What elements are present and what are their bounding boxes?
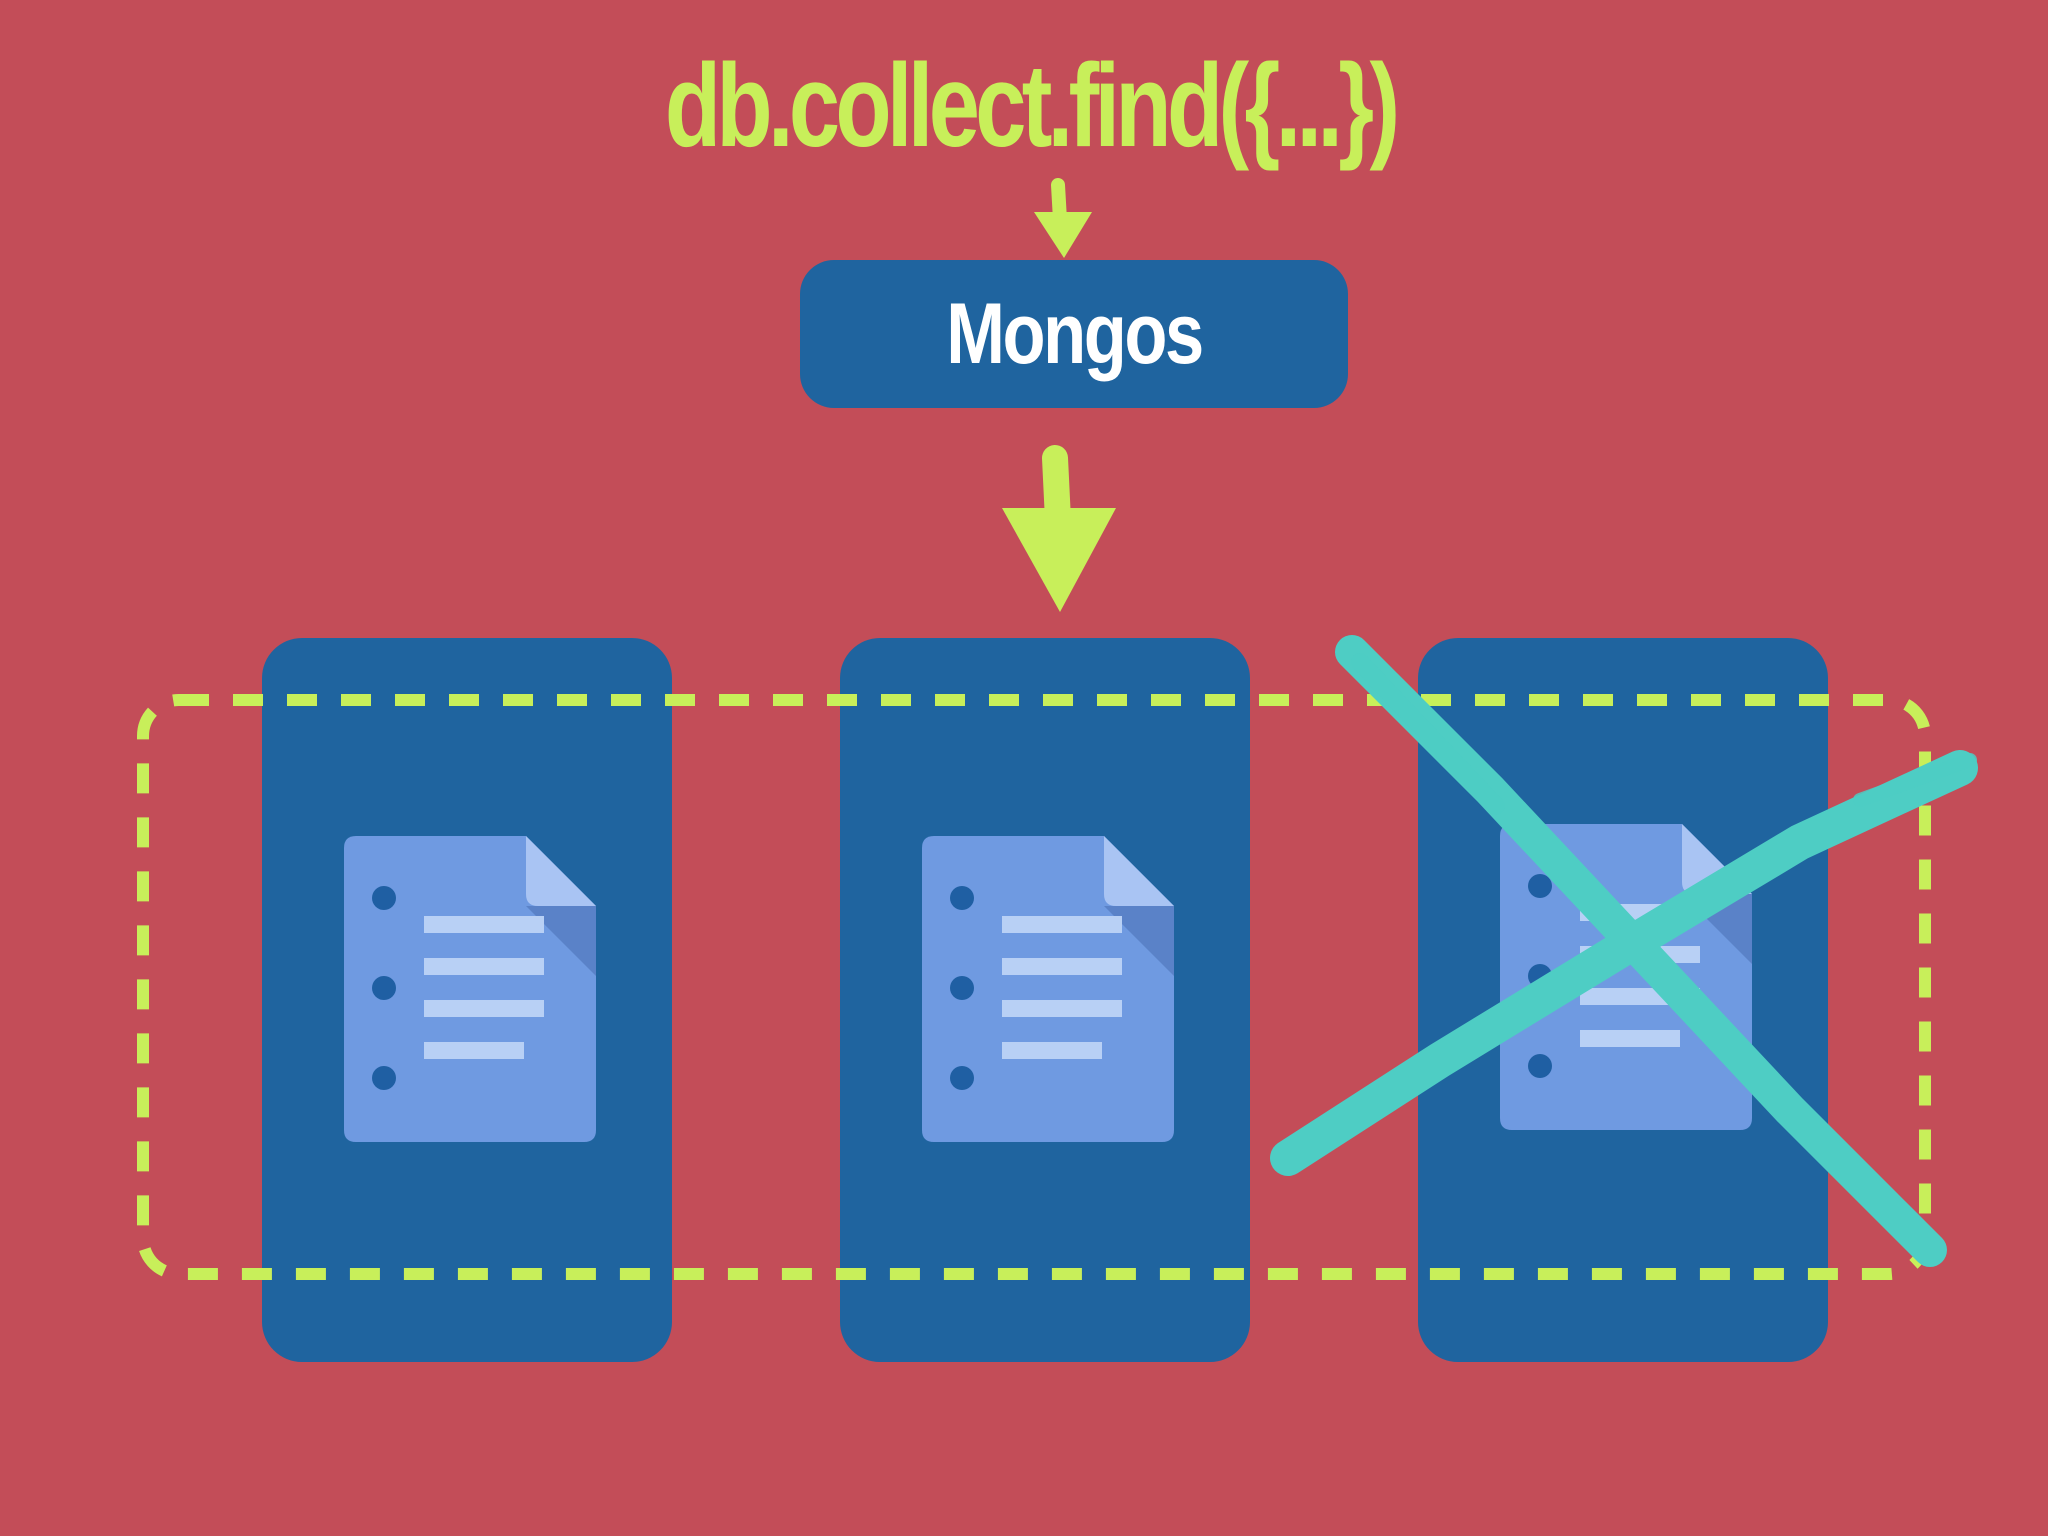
document-icon <box>922 836 1174 1142</box>
arrow-mongos-to-shards <box>1042 445 1071 533</box>
arrow-query-to-mongos-head <box>1034 212 1092 258</box>
query-text: db.collect.find({...}) <box>664 40 1400 172</box>
arrow-mongos-to-shards-head <box>1002 508 1116 612</box>
shard-box-3 <box>1418 638 1828 1362</box>
shard-box-2 <box>840 638 1250 1362</box>
shard-box-1 <box>262 638 672 1362</box>
document-icon <box>1500 824 1752 1130</box>
arrow-query-to-mongos <box>1051 178 1067 227</box>
document-icon <box>344 836 596 1142</box>
mongos-label: Mongos <box>946 286 1204 382</box>
mongos-router-box: Mongos <box>800 260 1348 408</box>
